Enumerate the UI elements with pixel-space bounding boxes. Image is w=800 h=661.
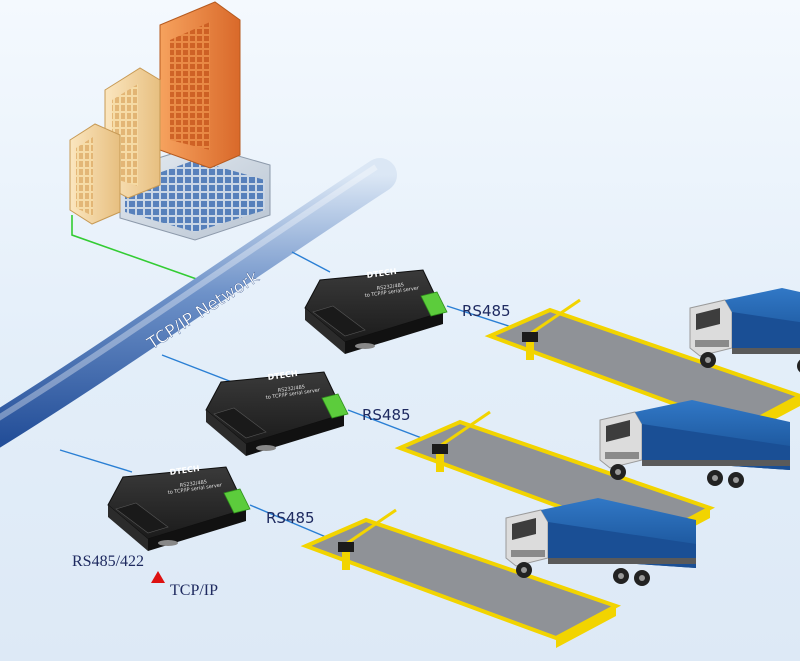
rs485-label-2: RS485 [362,406,411,424]
device-1-model: RS232/485 [376,282,404,292]
caption-right: TCP/IP [170,582,218,599]
serial-server-1: DTECH RS232/485 to TCP/IP serial server [304,267,448,354]
rs485-label-1: RS485 [462,302,511,320]
device-2-model: RS232/485 [277,384,305,394]
device-3-model: RS232/485 [179,479,207,489]
ethernet-links [59,251,331,473]
truck-scale-3 [300,497,697,648]
rs485-label-3: RS485 [266,509,315,527]
network-backbone [0,158,397,448]
office-buildings-icon [69,1,271,241]
serial-server-2: DTECH RS232/485 to TCP/IP serial server [205,369,349,456]
caption-left: RS485/422 [72,553,144,570]
arrow-icon [151,571,165,583]
device-3-brand: DTECH [169,464,200,477]
serial-server-3: DTECH RS232/485 to TCP/IP serial server [107,464,251,551]
device-2-brand: DTECH [267,369,298,382]
device-1-brand: DTECH [366,267,397,280]
lan-connection [71,215,206,283]
